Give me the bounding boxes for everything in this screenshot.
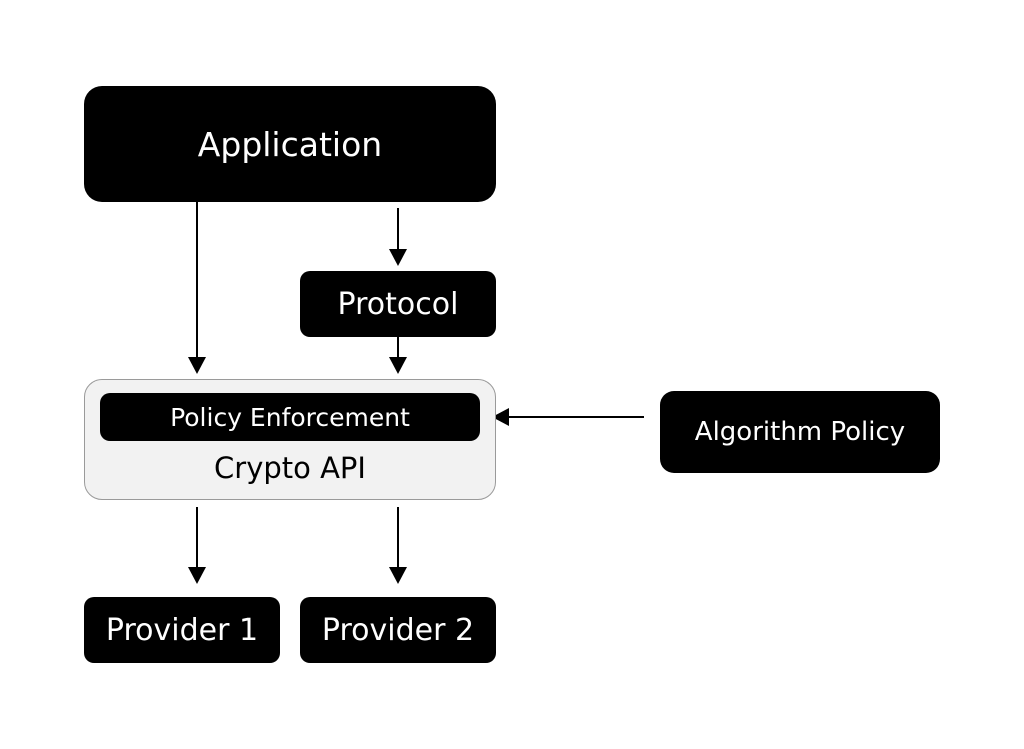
protocol-label: Protocol <box>337 286 459 322</box>
arrow-application-to-protocol <box>389 208 407 266</box>
crypto-api-label: Crypto API <box>214 451 366 485</box>
provider-2-label: Provider 2 <box>321 612 475 648</box>
arrow-algorithm-policy-to-policy-enforcement <box>492 408 644 426</box>
provider-2-node: Provider 2 <box>300 597 496 663</box>
provider-1-label: Provider 1 <box>105 612 259 648</box>
arrow-crypto-api-to-provider-1 <box>188 507 206 584</box>
algorithm-policy-label: Algorithm Policy <box>694 417 906 447</box>
provider-1-node: Provider 1 <box>84 597 280 663</box>
policy-enforcement-label: Policy Enforcement <box>170 402 410 432</box>
arrow-crypto-api-to-provider-2 <box>389 507 407 584</box>
policy-enforcement-node: Policy Enforcement <box>100 393 480 441</box>
arrow-application-to-crypto-api <box>188 202 206 374</box>
arrow-protocol-to-crypto-api <box>389 337 407 374</box>
application-label: Application <box>197 124 383 164</box>
protocol-node: Protocol <box>300 271 496 337</box>
algorithm-policy-node: Algorithm Policy <box>660 391 940 473</box>
application-node: Application <box>84 86 496 202</box>
